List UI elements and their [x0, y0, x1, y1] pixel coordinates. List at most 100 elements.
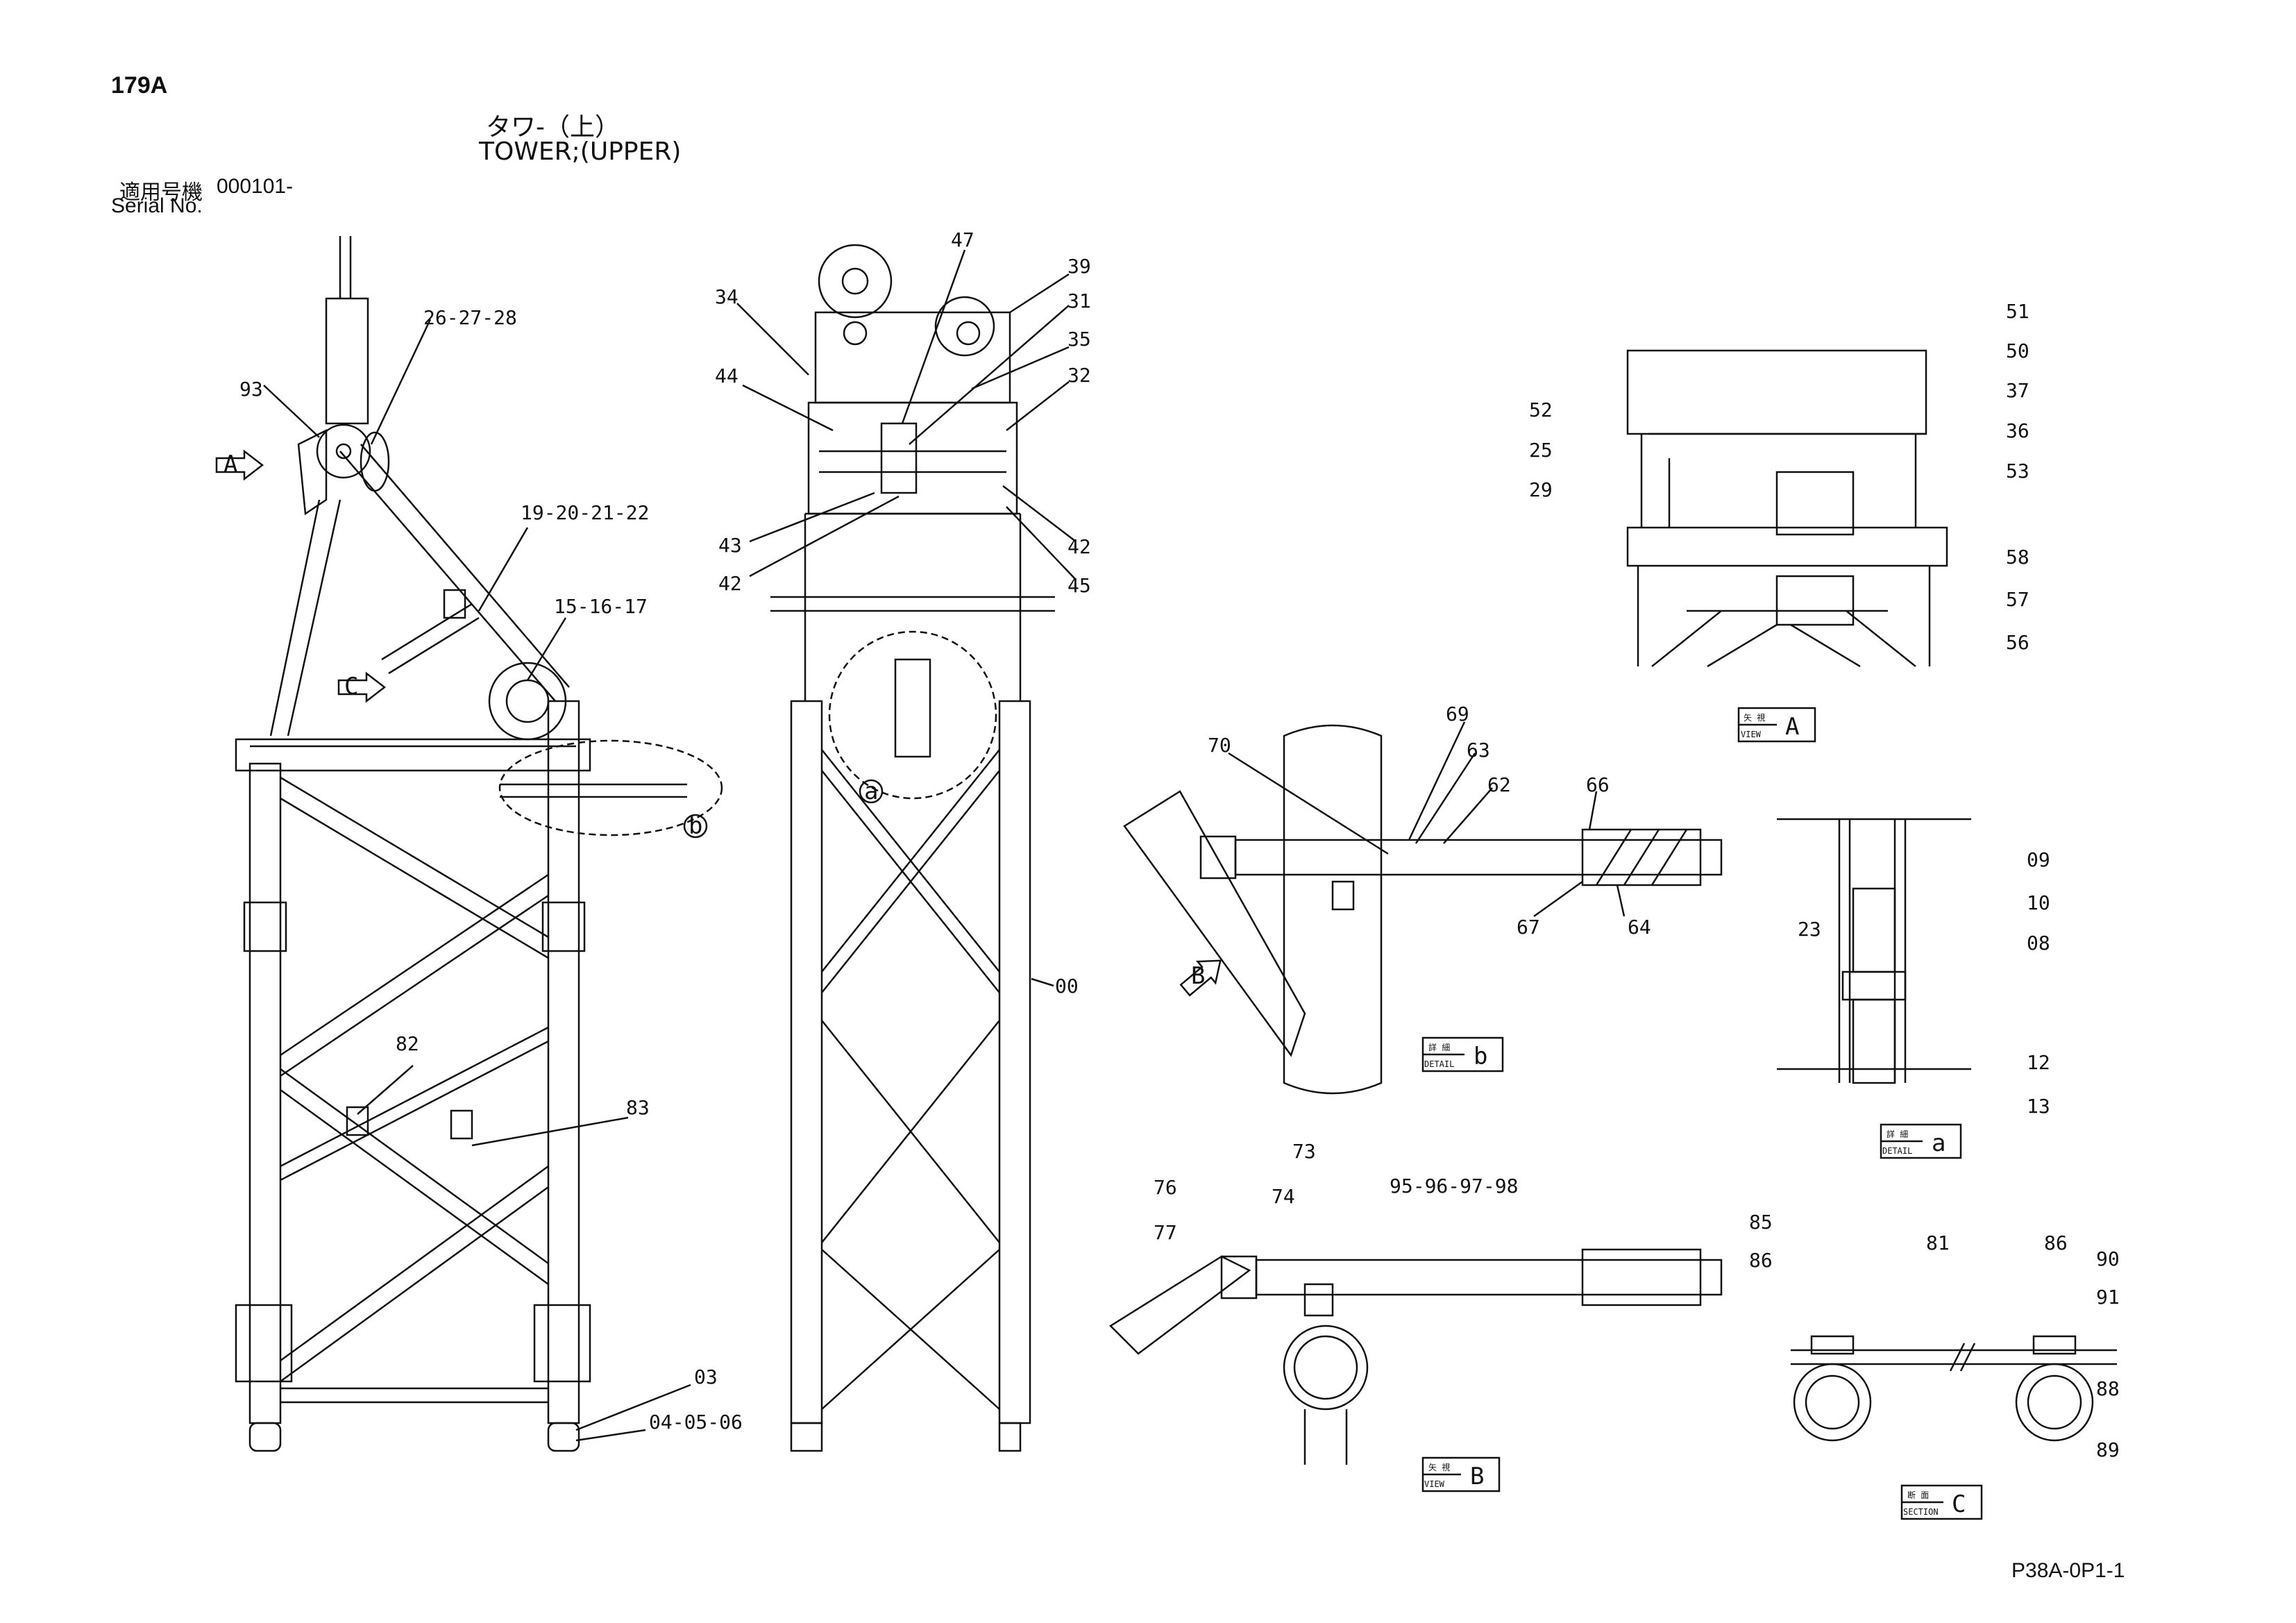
view-b-drawing: [1109, 1248, 1723, 1465]
callout-69: 69: [1446, 703, 1469, 725]
svg-text:詳 細: 詳 細: [1428, 1042, 1450, 1052]
callout-37: 37: [2006, 379, 2029, 402]
view-b-label: 矢 視 VIEW B: [1421, 1456, 1501, 1492]
callout-58: 58: [2006, 546, 2029, 569]
callout-04-05-06: 04-05-06: [649, 1411, 743, 1433]
callout-34: 34: [715, 285, 738, 308]
svg-text:VIEW: VIEW: [1424, 1479, 1445, 1489]
callout-09: 09: [2027, 848, 2050, 871]
svg-text:C: C: [344, 673, 358, 700]
callout-91: 91: [2096, 1286, 2120, 1309]
tower-side-view: [215, 236, 723, 1452]
callout-81: 81: [1926, 1231, 1950, 1254]
svg-text:C: C: [1952, 1490, 1966, 1518]
svg-text:矢 視: 矢 視: [1744, 712, 1765, 723]
callout-86-left: 86: [1749, 1249, 1773, 1272]
callout-70: 70: [1208, 734, 1231, 757]
callout-83: 83: [626, 1096, 650, 1119]
svg-text:断 面: 断 面: [1907, 1490, 1929, 1500]
callout-19-20-21-22: 19-20-21-22: [521, 501, 649, 524]
callout-23: 23: [1798, 918, 1821, 941]
svg-text:DETAIL: DETAIL: [1424, 1059, 1454, 1069]
serial-number-value: 000101-: [217, 175, 294, 198]
callout-74: 74: [1272, 1185, 1295, 1208]
callout-95-96-97-98: 95-96-97-98: [1390, 1175, 1518, 1197]
detail-b-marker: b: [689, 812, 702, 840]
svg-text:B: B: [1191, 962, 1205, 990]
tower-front-view: [736, 244, 1077, 1452]
title-english: TOWER;(UPPER): [479, 137, 682, 166]
callout-56: 56: [2006, 631, 2029, 654]
title-japanese: タワ-（上）: [486, 113, 620, 142]
view-a-label: 矢 視 VIEW A: [1737, 707, 1816, 743]
callout-39: 39: [1067, 255, 1091, 278]
detail-a-marker: a: [864, 777, 878, 805]
callout-64: 64: [1628, 916, 1651, 939]
svg-text:詳 細: 詳 細: [1886, 1129, 1908, 1139]
callout-63: 63: [1467, 739, 1490, 762]
callout-42-left: 42: [718, 572, 742, 595]
svg-text:DETAIL: DETAIL: [1882, 1146, 1912, 1156]
drawing-code: P38A-0P1-1: [2011, 1559, 2125, 1582]
svg-text:A: A: [1785, 713, 1799, 741]
callout-43: 43: [718, 534, 742, 557]
view-arrow-a-marker: A: [223, 451, 237, 478]
callout-82: 82: [396, 1032, 419, 1055]
callout-31: 31: [1067, 289, 1091, 312]
callout-45: 45: [1067, 574, 1091, 597]
callout-42-right: 42: [1067, 535, 1091, 558]
callout-85: 85: [1749, 1211, 1773, 1234]
callout-36: 36: [2006, 419, 2029, 442]
callout-57: 57: [2006, 588, 2029, 611]
section-c-drawing: [1791, 1335, 2117, 1442]
svg-text:SECTION: SECTION: [1903, 1507, 1939, 1517]
callout-76: 76: [1154, 1176, 1177, 1199]
callout-66: 66: [1586, 773, 1610, 796]
detail-a-drawing: [1777, 818, 1971, 1084]
view-arrow-c-marker: C: [344, 673, 358, 700]
svg-text:b: b: [1474, 1043, 1487, 1070]
detail-b-label: 詳 細 DETAIL b: [1421, 1036, 1504, 1073]
callout-25: 25: [1529, 439, 1553, 462]
serial-label-japanese: 適用号機: [119, 181, 203, 204]
callout-93: 93: [239, 378, 263, 401]
callout-53: 53: [2006, 460, 2029, 482]
callout-10: 10: [2027, 891, 2050, 914]
callout-51: 51: [2006, 300, 2029, 323]
svg-text:矢 視: 矢 視: [1428, 1462, 1450, 1472]
callout-86-right: 86: [2044, 1231, 2068, 1254]
view-arrow-b-marker: B: [1191, 962, 1205, 990]
callout-77: 77: [1154, 1221, 1177, 1244]
svg-text:a: a: [1932, 1129, 1945, 1157]
serial-label-english: Serial No.: [111, 194, 203, 217]
svg-text:VIEW: VIEW: [1741, 730, 1762, 739]
detail-a-label: 詳 細 DETAIL a: [1880, 1123, 1962, 1159]
callout-13: 13: [2027, 1095, 2050, 1118]
callout-44: 44: [715, 364, 738, 387]
callout-88: 88: [2096, 1377, 2120, 1400]
view-a-drawing: [1626, 349, 1948, 668]
callout-35: 35: [1067, 328, 1091, 351]
callout-50: 50: [2006, 339, 2029, 362]
callout-08: 08: [2027, 932, 2050, 955]
callout-73: 73: [1292, 1140, 1316, 1163]
callout-89: 89: [2096, 1438, 2120, 1461]
detail-b-drawing: [1123, 721, 1723, 1095]
svg-text:A: A: [223, 451, 237, 478]
callout-12: 12: [2027, 1051, 2050, 1074]
callout-29: 29: [1529, 478, 1553, 501]
callout-47: 47: [951, 228, 974, 251]
page-code: 179A: [111, 72, 168, 99]
callout-26-27-28: 26-27-28: [423, 306, 517, 329]
callout-90: 90: [2096, 1247, 2120, 1270]
section-c-label: 断 面 SECTION C: [1900, 1484, 1983, 1520]
callout-62: 62: [1487, 773, 1511, 796]
callout-03: 03: [694, 1365, 718, 1388]
callout-32: 32: [1067, 364, 1091, 387]
callout-52: 52: [1529, 398, 1553, 421]
svg-text:a: a: [864, 777, 878, 805]
svg-text:B: B: [1470, 1463, 1484, 1490]
svg-text:b: b: [689, 812, 702, 840]
callout-00: 00: [1055, 975, 1079, 998]
